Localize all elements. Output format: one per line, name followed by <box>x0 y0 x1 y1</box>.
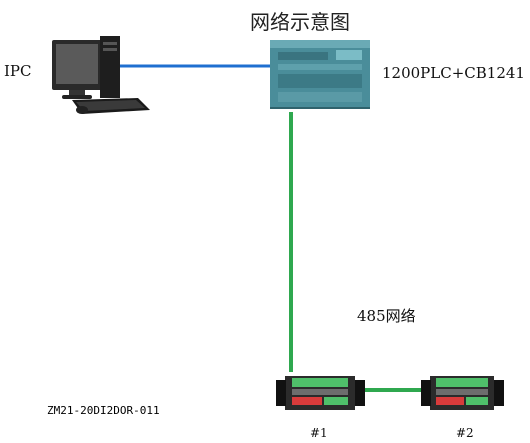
computer-icon <box>52 36 150 114</box>
io-module-icon <box>421 376 504 410</box>
diagram-title: 网络示意图 <box>250 10 350 34</box>
module-model-label: ZM21-20DI2DOR-011 <box>47 404 160 417</box>
network-label: 485网络 <box>357 307 416 325</box>
node-2-label: #2 <box>456 426 474 440</box>
io-module-icon <box>276 376 365 410</box>
node-1-label: #1 <box>310 426 328 440</box>
ipc-label: IPC <box>4 62 32 80</box>
plc-label: 1200PLC+CB1241 <box>382 64 525 82</box>
plc-icon <box>270 40 370 109</box>
